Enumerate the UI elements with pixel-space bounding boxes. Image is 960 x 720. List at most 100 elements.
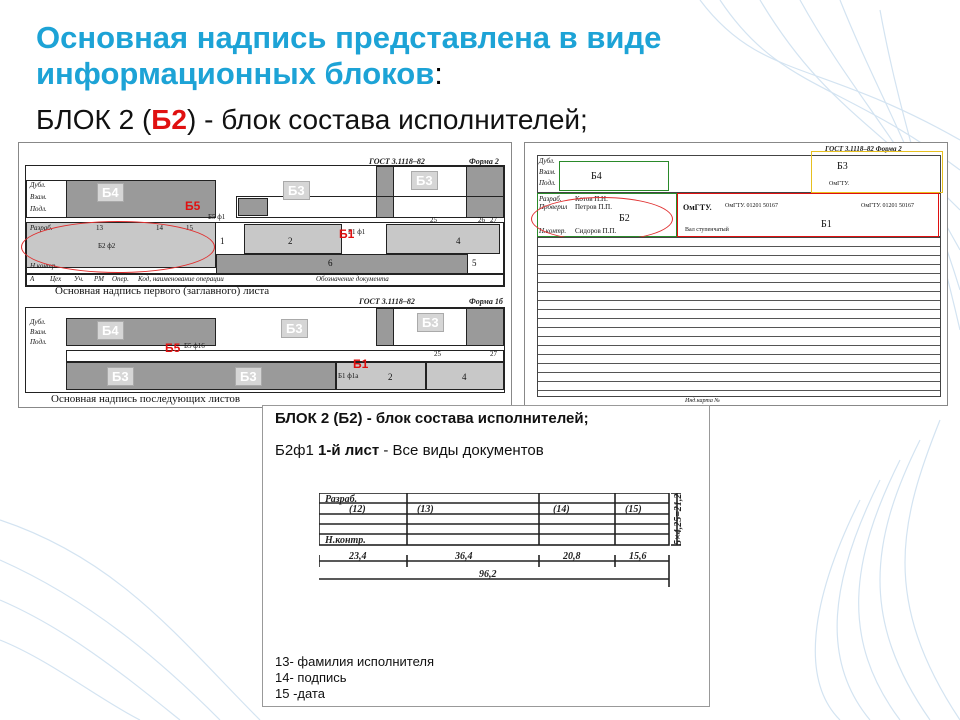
- footer-col-oper: Опер.: [112, 275, 129, 283]
- title-line2: информационных блоков: [36, 56, 435, 91]
- p2-lines-grid: [537, 237, 941, 397]
- subtitle-prefix: БЛОК 2 (: [36, 104, 152, 135]
- form1b-row-vzam: Взам.: [30, 328, 47, 336]
- p3-title: БЛОК 2 (Б2) - блок состава исполнителей;: [275, 410, 589, 427]
- block2-detail-panel: БЛОК 2 (Б2) - блок состава исполнителей;…: [262, 405, 710, 707]
- footer-col-uch: Уч.: [74, 275, 84, 283]
- form1b-row-dubl: Дубл.: [30, 318, 46, 326]
- tag-b1-top: Б1: [339, 227, 355, 241]
- footer-col-name: Код, наименование операции: [138, 275, 224, 283]
- p3-sub-bold: 1-й лист: [318, 442, 380, 459]
- p2-tag-b3: Б3: [837, 161, 848, 172]
- title-line1: Основная надпись представлена в виде: [36, 20, 662, 55]
- p3-dim-3: 20,8: [562, 551, 581, 562]
- b5f16-label: Б5 ф16: [184, 342, 205, 350]
- num-2-mid: 2: [388, 372, 393, 382]
- form1-row-dubl: Дубл.: [30, 181, 46, 189]
- footer-col-rm: РМ: [94, 275, 104, 283]
- p2-footer-label: Вал ступенчатый: [685, 227, 729, 233]
- form1b-gray-col-a: [376, 308, 394, 346]
- p2-omgtu-main: ОмГТУ.: [683, 203, 712, 212]
- form1-gray-block: [66, 180, 216, 218]
- form-label-mid: Форма 1б: [469, 297, 503, 306]
- p2-b1-box: [677, 193, 939, 237]
- p2-tag-b1: Б1: [821, 219, 832, 230]
- p3-sub-rest: - Все виды документов: [383, 442, 544, 459]
- tag-b4-top: Б4: [97, 183, 124, 202]
- form1-cell-2: [244, 224, 342, 254]
- tag-b3-top-b: Б3: [411, 171, 438, 190]
- form1b-row-podl: Подл.: [30, 338, 47, 346]
- p2-tag-b4: Б4: [591, 171, 602, 182]
- tag-b3-top-a: Б3: [283, 181, 310, 200]
- form1-row-podl: Подл.: [30, 205, 47, 213]
- p3-dim-total: 96,2: [479, 569, 497, 580]
- form1-gray-cell: [238, 198, 268, 216]
- p3-col-15: (15): [625, 504, 642, 515]
- form1b-gray-block: [66, 318, 216, 346]
- note-15: 15 -дата: [275, 686, 325, 701]
- b1f1-label: Б1 ф1: [348, 228, 366, 236]
- tag-b3-bot-a: Б3: [107, 367, 134, 386]
- p2-row-podl: Подл.: [539, 179, 556, 187]
- p3-subtitle: Б2ф1 1-й лист - Все виды документов: [275, 442, 544, 459]
- form1b-row-25: [66, 350, 504, 362]
- p2-row-vzam: Взам.: [539, 168, 556, 176]
- p3-dim-2: 36,4: [454, 551, 473, 562]
- p2-row-dubl: Дубл.: [539, 157, 555, 165]
- tag-b3-mid-b: Б3: [417, 313, 444, 332]
- p3-dim-4: 15,6: [629, 551, 647, 562]
- gost-label-top: ГОСТ 3.1118–82: [369, 157, 425, 166]
- col-15-label: 15: [186, 224, 193, 232]
- num-27-mid: 27: [490, 350, 497, 358]
- form1-gray-col-b: [466, 166, 504, 218]
- form1-row-vzam: Взам.: [30, 193, 47, 201]
- form-label-top: Форма 2: [469, 157, 499, 166]
- b2-highlight-ellipse: [21, 221, 215, 273]
- num-1-top: 1: [220, 236, 225, 246]
- tag-b5-top: Б5: [185, 199, 201, 213]
- num-2-top: 2: [288, 236, 293, 246]
- gost-label-mid: ГОСТ 3.1118–82: [359, 297, 415, 306]
- num-27-top: 27: [490, 216, 497, 224]
- caption-first-sheet: Основная надпись первого (заглавного) ли…: [55, 285, 270, 297]
- form1b-cell-2: [336, 362, 426, 390]
- n-kontr-label-top: Н.контр.: [30, 262, 58, 270]
- slide-title: Основная надпись представлена в виде инф…: [36, 20, 836, 92]
- footer-col-a: А: [30, 275, 35, 283]
- b5f1-label: Б5 ф1: [208, 213, 226, 221]
- slide-subtitle: БЛОК 2 (Б2) - блок состава исполнителей;: [36, 104, 588, 136]
- p3-col-12: (12): [349, 504, 366, 515]
- title-colon: :: [434, 56, 443, 91]
- p3-razrab-label: Разраб.: [325, 494, 357, 505]
- subtitle-suffix: ) - блок состава исполнителей;: [187, 104, 588, 135]
- form1-grid-mid: [236, 196, 504, 218]
- p2-omgtu-code-1: ОмГТУ. 01201 50167: [725, 203, 779, 209]
- b1f1a-label: Б1 ф1а: [338, 372, 359, 380]
- p3-dim-1: 23,4: [348, 551, 367, 562]
- razrab-label-top: Разраб.: [30, 224, 53, 232]
- p3-col-14: (14): [553, 504, 570, 515]
- subtitle-accent: Б2: [151, 104, 187, 135]
- p3-sub-prefix: Б2ф1: [275, 442, 314, 459]
- p2-b2-ellipse: [531, 197, 673, 241]
- p2-omgtu-top: ОмГТУ.: [829, 181, 850, 187]
- p2-omgtu-code-2: ОмГТУ. 01201 50167: [861, 203, 915, 209]
- form1b-cell-4: [426, 362, 504, 390]
- tag-b1-mid: Б1: [353, 357, 369, 371]
- p2-gost-label: ГОСТ 3.1118–82 Форма 2: [825, 145, 902, 153]
- num-25-mid: 25: [434, 350, 441, 358]
- form1-footer-row: [26, 274, 504, 286]
- p2-bottom-label: Инд.карта №: [685, 398, 720, 404]
- num-25-top: 25: [430, 216, 437, 224]
- caption-next-sheets: Основная надпись последующих листов: [51, 393, 241, 405]
- tag-b3-mid-a: Б3: [281, 319, 308, 338]
- num-26-top: 26: [478, 216, 485, 224]
- note-14: 14- подпись: [275, 670, 347, 685]
- form1-cell-4: [386, 224, 500, 254]
- filled-form-panel: ГОСТ 3.1118–82 Форма 2 Дубл. Взам. Подл.…: [524, 142, 948, 406]
- footer-col-doc: Обозначение документа: [316, 275, 389, 283]
- p2-name-row-1: Разраб.: [539, 195, 562, 203]
- p2-b4-box: [559, 161, 669, 191]
- p2-b3-box: [811, 151, 943, 193]
